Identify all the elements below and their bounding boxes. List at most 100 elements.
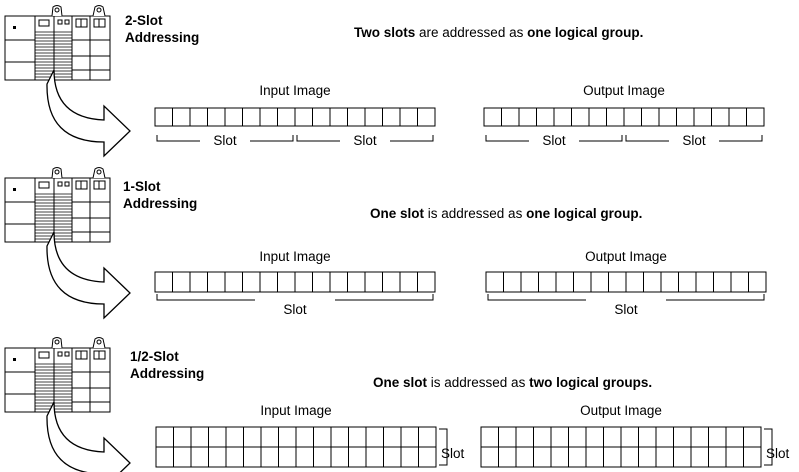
image-bit-cell <box>515 426 534 448</box>
image-bit-cell <box>743 446 762 468</box>
image-bit-cell <box>278 446 297 468</box>
image-bit-cell <box>728 107 747 127</box>
image-bit-cell <box>382 271 401 293</box>
image-bit-cell <box>312 107 331 127</box>
image-bit-cell <box>555 271 574 293</box>
image-bit-cell <box>673 446 692 468</box>
image-bit-cell <box>364 107 383 127</box>
image-bit-cell <box>485 271 504 293</box>
image-bit-cell <box>330 446 349 468</box>
slot-label: Slot <box>213 133 237 148</box>
input-image-row <box>155 426 437 448</box>
slot-label: Slot <box>542 133 566 148</box>
plc-chassis-icon <box>4 167 111 243</box>
image-bit-cell <box>294 107 313 127</box>
slot-bracket <box>487 294 765 301</box>
caption-part: One slot <box>373 375 428 390</box>
image-bit-cell <box>173 446 192 468</box>
image-bit-cell <box>417 271 436 293</box>
image-bit-cell <box>730 271 749 293</box>
plc-chassis-icon <box>4 5 111 81</box>
image-bit-cell <box>673 426 692 448</box>
caption-part: are addressed as <box>415 25 527 40</box>
image-bit-cell <box>708 426 727 448</box>
section-title: 1/2-Slot <box>130 349 179 364</box>
image-bit-cell <box>725 446 744 468</box>
image-bit-cell <box>518 107 537 127</box>
image-bit-cell <box>225 446 244 468</box>
caption-part: one logical group. <box>527 25 643 40</box>
image-bit-cell <box>365 446 384 468</box>
image-bit-cell <box>207 107 226 127</box>
image-bit-cell <box>608 271 627 293</box>
image-bit-cell <box>189 107 208 127</box>
image-bit-cell <box>538 271 557 293</box>
section-title: Addressing <box>123 196 197 211</box>
plc-chassis-icon <box>4 337 111 413</box>
image-bit-cell <box>347 271 366 293</box>
image-bit-cell <box>260 446 279 468</box>
image-bit-cell <box>690 446 709 468</box>
image-bit-cell <box>678 271 697 293</box>
section-title: 1-Slot <box>123 179 161 194</box>
caption-part: two logical groups. <box>529 375 652 390</box>
image-bit-cell <box>660 271 679 293</box>
input-image-label: Input Image <box>260 403 331 418</box>
image-bit-cell <box>172 107 191 127</box>
image-bit-cell <box>155 426 174 448</box>
image-bit-cell <box>585 426 604 448</box>
image-bit-cell <box>277 107 296 127</box>
image-bit-cell <box>243 446 262 468</box>
slot-label: Slot <box>441 446 465 461</box>
output-image-row <box>485 271 767 293</box>
slot-label: Slot <box>682 133 706 148</box>
image-bit-cell <box>585 446 604 468</box>
image-bit-cell <box>695 271 714 293</box>
image-bit-cell <box>603 446 622 468</box>
image-bit-cell <box>483 107 502 127</box>
curved-arrow-icon <box>46 69 131 158</box>
image-bit-cell <box>503 271 522 293</box>
slot-label: Slot <box>614 302 638 317</box>
image-bit-cell <box>383 446 402 468</box>
image-bit-cell <box>243 426 262 448</box>
image-bit-cell <box>620 446 639 468</box>
image-bit-cell <box>383 426 402 448</box>
image-bit-cell <box>676 107 695 127</box>
image-bit-cell <box>242 271 261 293</box>
image-bit-cell <box>480 426 499 448</box>
slot-bracket <box>296 135 434 142</box>
image-bit-cell <box>173 426 192 448</box>
image-bit-cell <box>294 271 313 293</box>
output-image-row <box>483 107 765 127</box>
image-bit-cell <box>638 446 657 468</box>
output-image-row <box>480 426 762 448</box>
image-bit-cell <box>690 426 709 448</box>
image-bit-cell <box>155 446 174 468</box>
image-bit-cell <box>329 107 348 127</box>
image-bit-cell <box>520 271 539 293</box>
image-bit-cell <box>399 107 418 127</box>
image-bit-cell <box>498 426 517 448</box>
image-bit-cell <box>623 107 642 127</box>
input-image-row <box>154 107 436 127</box>
image-bit-cell <box>417 107 436 127</box>
image-bit-cell <box>693 107 712 127</box>
curved-arrow-icon <box>46 231 131 320</box>
slot-bracket <box>764 428 773 466</box>
image-bit-cell <box>277 271 296 293</box>
image-bit-cell <box>418 426 437 448</box>
input-image-label: Input Image <box>259 83 330 98</box>
output-image-label: Output Image <box>583 83 665 98</box>
image-bit-cell <box>399 271 418 293</box>
image-bit-cell <box>588 107 607 127</box>
curved-arrow-icon <box>46 401 131 472</box>
image-bit-cell <box>658 107 677 127</box>
image-bit-cell <box>347 107 366 127</box>
caption-part: One slot <box>370 206 425 221</box>
image-bit-cell <box>655 426 674 448</box>
image-bit-cell <box>748 271 767 293</box>
image-bit-cell <box>189 271 208 293</box>
